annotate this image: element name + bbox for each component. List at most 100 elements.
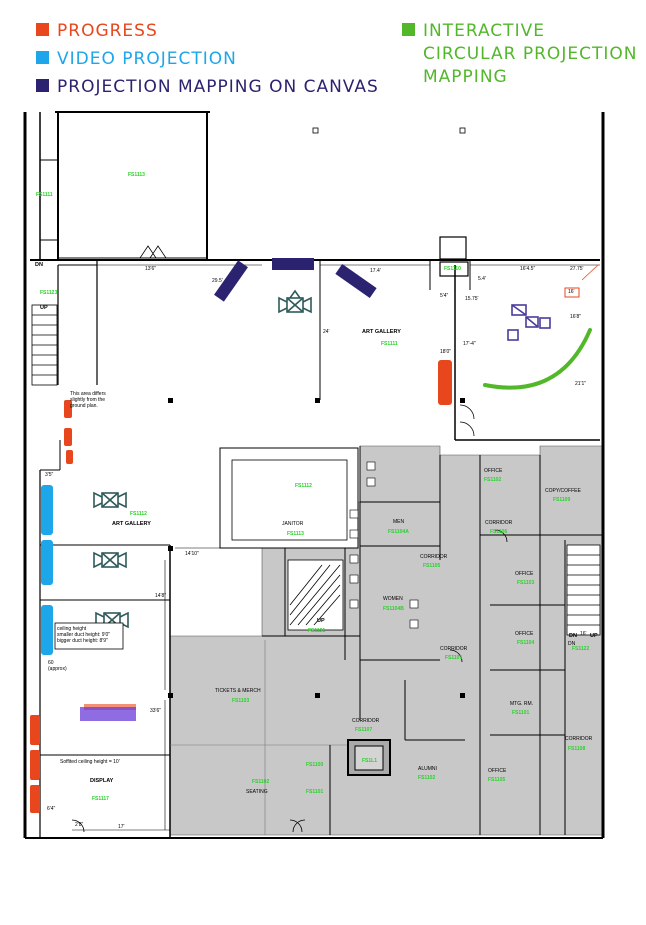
dimension-label: 14'10" <box>185 551 199 557</box>
dimension-label: 16'8" <box>570 314 581 320</box>
stair-label: DN <box>35 262 43 268</box>
ceiling-note-line: smaller duct height: 9'0" <box>57 632 110 638</box>
area-note-line: ground plan. <box>70 403 98 409</box>
columns <box>168 398 465 698</box>
legend-progress-label: Progress <box>57 21 158 41</box>
room-label: CORRIDOR <box>420 554 448 560</box>
room-label: ART GALLERY <box>362 329 401 335</box>
room-id: FS1106 <box>490 529 507 535</box>
plaza-room <box>219 447 359 549</box>
room-label: OFFICE <box>515 571 534 577</box>
dimension-label: 29.5' <box>212 278 223 284</box>
interactive-projector-cluster <box>507 304 551 341</box>
room-label: OFFICE <box>484 468 503 474</box>
room-id: FS1105 <box>488 777 505 783</box>
legend-interactive: Interactive Circular projection mapping <box>402 20 637 89</box>
room-label: SEATING <box>246 789 268 795</box>
room-id: FS1108 <box>568 746 585 752</box>
dimension-label: 6'4" <box>47 806 56 812</box>
dimension-label: 24' <box>323 329 330 335</box>
progress-bar <box>438 360 452 405</box>
stair-label: UP <box>317 618 325 624</box>
stair-label: UP <box>40 305 48 311</box>
video-screen <box>41 485 53 535</box>
room-label: MEN <box>393 519 405 525</box>
room-label: ALUMNI <box>418 766 437 772</box>
dimension-label: 5'4" <box>440 293 449 299</box>
room-id: FS1101 <box>512 710 529 716</box>
video-screen <box>41 540 53 585</box>
video-projection-markers <box>41 485 53 655</box>
canvas-bar <box>272 258 314 270</box>
room-id: FS1102 <box>484 477 501 483</box>
approx-note-line: 60 <box>48 660 54 666</box>
room-label: DISPLAY <box>90 778 114 784</box>
canvas-bar <box>214 260 248 302</box>
dimension-label: 33'6" <box>150 708 161 714</box>
stair-middle <box>287 559 344 631</box>
stair-label: UP <box>590 633 598 639</box>
room-id: FS1112 <box>295 483 312 489</box>
walls <box>23 111 605 839</box>
dimension-label: 16'4.5" <box>520 266 535 272</box>
room-id: FS1121 <box>308 628 325 634</box>
room-label: JANITOR <box>282 521 304 527</box>
progress-bar <box>30 785 40 813</box>
room-id: FS1111 <box>36 192 53 198</box>
canvas-bar <box>80 707 136 721</box>
soffit-note: Soffited ceiling height = 10' <box>60 759 120 765</box>
room-id: FS1107 <box>355 727 372 733</box>
room-label: CORRIDOR <box>565 736 593 742</box>
room-id: FS1103 <box>517 580 534 586</box>
room-label: OFFICE <box>488 768 507 774</box>
dimension-label: 18'0" <box>440 349 451 355</box>
room-id: FS1113 <box>287 531 304 537</box>
progress-bar <box>66 450 73 464</box>
dimension-label: 13'6" <box>145 266 156 272</box>
approx-note: 60 (approx) <box>48 660 67 672</box>
room-id: FS1101 <box>306 789 323 795</box>
room-id: FS1102 <box>418 775 435 781</box>
room-label: CORRIDOR <box>485 520 513 526</box>
projector-icon <box>278 289 312 314</box>
room-id: FS1103 <box>232 698 249 704</box>
projector-icon <box>93 491 127 509</box>
legend-progress: Progress <box>36 20 158 43</box>
dimension-label: 5.4' <box>478 276 486 282</box>
area-note-line: slightly from the <box>70 397 105 403</box>
dimension-label: 17'-4" <box>463 341 476 347</box>
video-swatch <box>36 51 49 64</box>
room-id: FS1101 <box>445 655 462 661</box>
room-id: FS1104 <box>517 640 534 646</box>
stair-left <box>31 304 58 386</box>
room-id: FS1112 <box>130 511 147 517</box>
room-id: FS1122 <box>572 646 589 652</box>
room-label: CORRIDOR <box>440 646 468 652</box>
canvas-bar <box>335 264 377 298</box>
legend-video-label: Video projection <box>57 49 237 69</box>
canvas-swatch <box>36 79 49 92</box>
room-id: FS1111 <box>381 341 398 347</box>
progress-swatch <box>36 23 49 36</box>
ceiling-note-box <box>54 622 124 650</box>
dimension-label: 2'8" <box>75 822 84 828</box>
dimension-label: 27.75' <box>570 266 584 272</box>
room-label: CORRIDOR <box>352 718 380 724</box>
room-id: FS1110 <box>444 266 461 272</box>
room-id: FS1104B <box>383 606 404 612</box>
room-id: FS1113 <box>128 172 145 178</box>
stair-label: DN <box>569 633 577 639</box>
room-id: FS1100 <box>306 762 323 768</box>
interactive-projection-arc <box>483 328 592 390</box>
room-id: FS1L1 <box>362 758 377 764</box>
stair-right <box>566 544 601 636</box>
room-label: ART GALLERY <box>112 521 151 527</box>
area-note: This area differs slightly from the grou… <box>70 391 107 409</box>
room-id: FS1105 <box>423 563 440 569</box>
approx-note-line: (approx) <box>48 666 67 672</box>
room-id: FS1123 <box>40 290 57 296</box>
room-label: TICKETS & MERCH <box>215 688 261 694</box>
legend-canvas: Projection mapping on canvas <box>36 76 379 99</box>
legend-canvas-label: Projection mapping on canvas <box>57 77 379 97</box>
